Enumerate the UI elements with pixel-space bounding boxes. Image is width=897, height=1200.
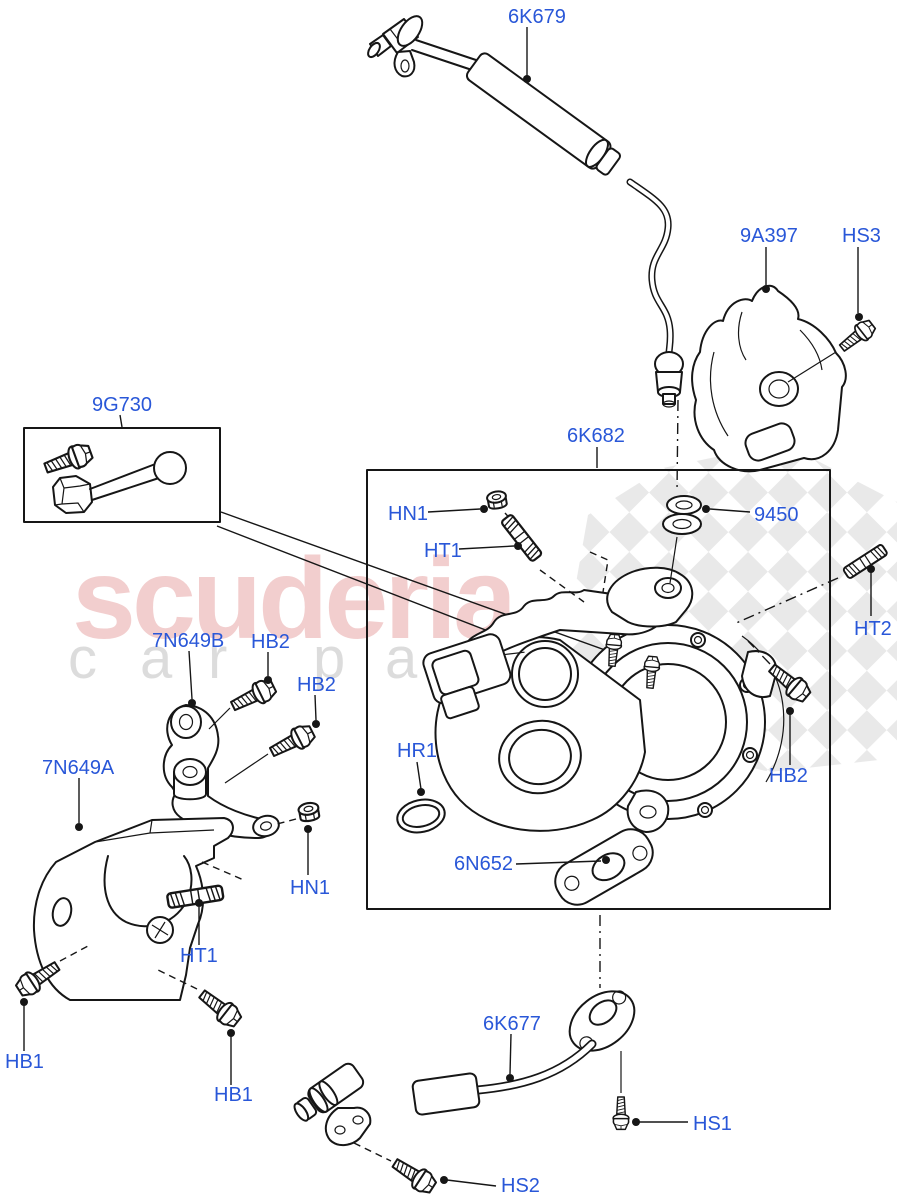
bolt-hs3	[787, 316, 879, 383]
label-HS3[interactable]: HS3	[842, 225, 881, 247]
leader-6K679	[523, 27, 531, 83]
watermark-letter: r	[208, 626, 227, 691]
oil-return-pipe-drawing	[293, 915, 636, 1162]
bolt-hs2	[388, 1152, 440, 1198]
bolt-hb1-b	[153, 967, 246, 1032]
label-9G730[interactable]: 9G730	[92, 394, 152, 416]
label-6K677[interactable]: 6K677	[483, 1013, 541, 1035]
label-9A397[interactable]: 9A397	[740, 225, 798, 247]
leader-HT1-a	[458, 542, 522, 550]
label-6N652[interactable]: 6N652	[454, 853, 513, 875]
stud-ht2	[733, 542, 889, 625]
leader-HN1-a	[427, 505, 488, 513]
label-HR1[interactable]: HR1	[397, 740, 437, 762]
leader-HB2-c	[786, 707, 794, 765]
bolt-hb2-a	[208, 675, 280, 730]
heat-shield-drawing	[691, 284, 847, 473]
leader-6K677	[506, 1033, 514, 1082]
leader-HB2-a	[264, 652, 272, 684]
watermark-letter: a	[385, 626, 418, 691]
label-HB2-b[interactable]: HB2	[297, 674, 336, 696]
fitting-kit-box	[23, 427, 656, 692]
label-HT1-b[interactable]: HT1	[180, 945, 218, 967]
label-HN1-a[interactable]: HN1	[388, 503, 428, 525]
nut-hn1-b	[272, 800, 322, 826]
bracket-7n649b-drawing	[162, 704, 280, 839]
watermark-letter: c	[68, 626, 97, 691]
label-6K682[interactable]: 6K682	[567, 425, 625, 447]
leader-HB2-b	[312, 694, 320, 728]
label-HT2[interactable]: HT2	[854, 618, 892, 640]
leader-HS2	[440, 1176, 497, 1187]
turbo-assembly-box	[366, 469, 831, 910]
leader-9450	[702, 505, 751, 513]
stud-ht1-a	[499, 512, 609, 603]
leader-7N649A	[75, 778, 83, 831]
bolt-hb1-a	[12, 945, 89, 1001]
label-HS2[interactable]: HS2	[501, 1175, 540, 1197]
bolt-hs1	[612, 1096, 630, 1131]
leader-HS3	[855, 247, 863, 321]
turbocharger-drawing	[422, 566, 785, 850]
bolt-hb2-b	[224, 720, 319, 784]
oring-hr1-drawing	[396, 798, 446, 834]
label-HT1-a[interactable]: HT1	[424, 540, 462, 562]
bracket-7n649a-drawing	[32, 817, 247, 1001]
leader-HR1	[416, 761, 425, 796]
leader-HT2	[867, 565, 875, 616]
bolt-hb2-c	[747, 640, 815, 707]
leader-9G730	[119, 414, 123, 428]
washers-9450-drawing	[662, 399, 702, 584]
gasket-6n652-drawing	[554, 828, 654, 906]
watermark-letter: a	[140, 626, 173, 691]
leader-HN1-b	[304, 825, 312, 875]
label-7N649A[interactable]: 7N649A	[42, 757, 115, 779]
leader-9A397	[762, 247, 770, 293]
leader-HB1-b	[227, 1029, 235, 1085]
watermark-letter: p	[313, 626, 345, 691]
leader-HB1-a	[20, 998, 28, 1051]
label-7N649B[interactable]: 7N649B	[152, 630, 224, 652]
label-HB1-b[interactable]: HB1	[214, 1084, 253, 1106]
label-HB1-a[interactable]: HB1	[5, 1051, 44, 1073]
leader-7N649B	[188, 650, 196, 707]
label-HN1-b[interactable]: HN1	[290, 877, 330, 899]
oil-feed-pipe-drawing	[367, 15, 684, 408]
label-HB2-c[interactable]: HB2	[769, 765, 808, 787]
label-6K679[interactable]: 6K679	[508, 6, 566, 28]
label-HS1[interactable]: HS1	[693, 1113, 732, 1135]
label-9450[interactable]: 9450	[754, 504, 799, 526]
leader-HT1-b	[195, 899, 203, 945]
leader-HS1	[632, 1118, 688, 1126]
label-HB2-a[interactable]: HB2	[251, 631, 290, 653]
leader-6N652	[515, 856, 610, 865]
